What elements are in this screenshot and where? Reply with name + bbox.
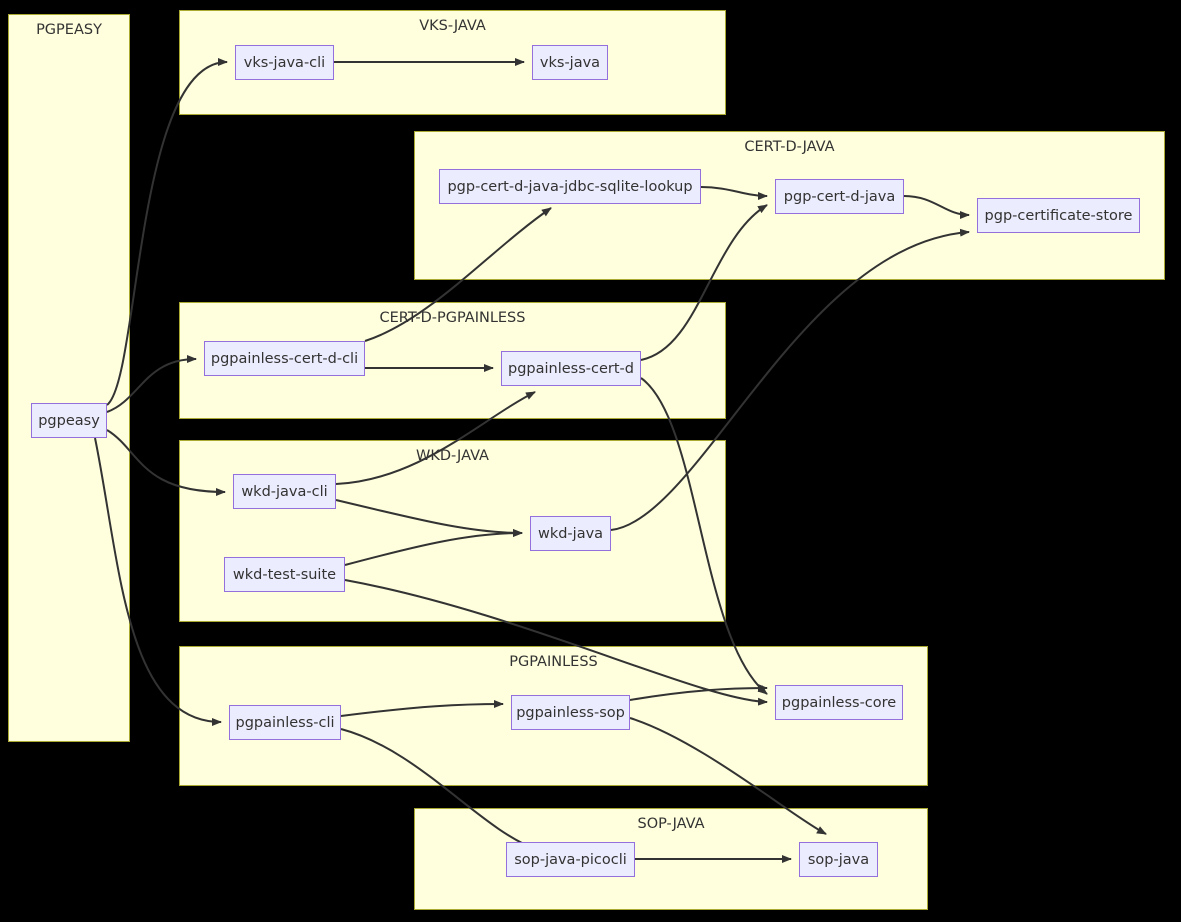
node-label: vks-java-cli xyxy=(243,54,326,71)
node-label: sop-java-picocli xyxy=(514,851,627,868)
cluster-wkd-java: WKD-JAVA xyxy=(179,440,726,622)
node-vks-java[interactable]: vks-java xyxy=(532,45,608,80)
node-sop-java[interactable]: sop-java xyxy=(799,842,878,877)
node-pgpainless-core[interactable]: pgpainless-core xyxy=(775,685,903,720)
node-sop-java-picocli[interactable]: sop-java-picocli xyxy=(506,842,635,877)
node-label: pgpeasy xyxy=(38,412,100,429)
node-vks-java-cli[interactable]: vks-java-cli xyxy=(235,45,334,80)
node-label: pgp-cert-d-java xyxy=(783,188,896,205)
node-label: vks-java xyxy=(539,54,601,71)
node-wkd-java-cli[interactable]: wkd-java-cli xyxy=(233,474,336,509)
node-pgpainless-cert-d[interactable]: pgpainless-cert-d xyxy=(501,351,641,386)
node-label: wkd-java-cli xyxy=(241,483,328,500)
cluster-label: CERT-D-PGPAINLESS xyxy=(379,310,526,326)
node-pgp-cert-d-java-jdbc-sqlite-lookup[interactable]: pgp-cert-d-java-jdbc-sqlite-lookup xyxy=(439,169,701,204)
cluster-label: CERT-D-JAVA xyxy=(744,139,835,155)
node-label: pgpainless-cert-d xyxy=(508,360,634,377)
node-label: pgp-certificate-store xyxy=(984,207,1133,224)
cluster-label: PGPEASY xyxy=(36,22,102,38)
node-wkd-java[interactable]: wkd-java xyxy=(530,516,611,551)
node-label: wkd-java xyxy=(537,525,604,542)
cluster-label: PGPAINLESS xyxy=(509,654,598,670)
node-pgp-certificate-store[interactable]: pgp-certificate-store xyxy=(977,198,1140,233)
node-label: pgpainless-core xyxy=(781,694,897,711)
cluster-pgpeasy: PGPEASY xyxy=(8,14,130,742)
node-label: wkd-test-suite xyxy=(232,566,337,583)
node-pgpainless-cert-d-cli[interactable]: pgpainless-cert-d-cli xyxy=(204,341,365,376)
node-label: pgpainless-sop xyxy=(516,704,625,721)
node-label: pgpainless-cert-d-cli xyxy=(210,350,359,367)
node-pgpainless-cli[interactable]: pgpainless-cli xyxy=(229,705,341,740)
cluster-label: SOP-JAVA xyxy=(637,816,705,832)
node-pgpeasy[interactable]: pgpeasy xyxy=(31,403,107,438)
node-label: sop-java xyxy=(807,851,870,868)
node-label: pgpainless-cli xyxy=(235,714,335,731)
node-wkd-test-suite[interactable]: wkd-test-suite xyxy=(224,557,345,592)
cluster-label: WKD-JAVA xyxy=(416,448,489,464)
node-pgp-cert-d-java[interactable]: pgp-cert-d-java xyxy=(775,179,904,214)
node-label: pgp-cert-d-java-jdbc-sqlite-lookup xyxy=(447,178,693,195)
cluster-label: VKS-JAVA xyxy=(419,18,486,34)
node-pgpainless-sop[interactable]: pgpainless-sop xyxy=(511,695,630,730)
